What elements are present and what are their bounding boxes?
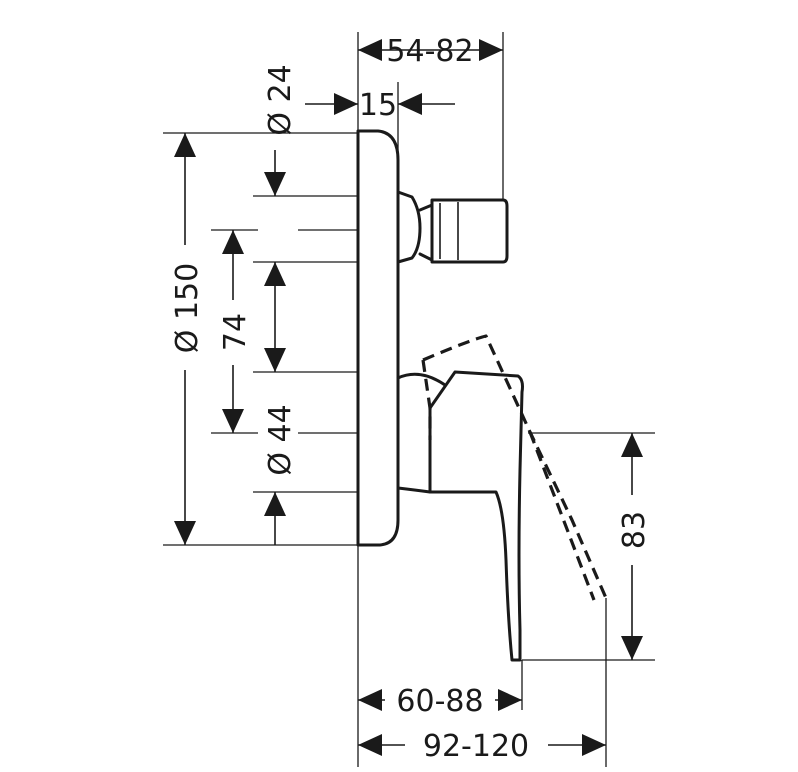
dim-top-width: 54-82 (358, 34, 503, 69)
dim-outlet-diameter-label: Ø 24 (263, 64, 298, 135)
wall-plate (356, 129, 400, 547)
dim-total-depth-label: 92-120 (423, 729, 529, 764)
extension-lines (163, 32, 655, 767)
dim-lever-depth: 60-88 (358, 684, 522, 719)
dim-lever-depth-label: 60-88 (396, 684, 483, 719)
dim-top-offset-label: 15 (359, 88, 397, 123)
dim-top-offset: 15 (305, 88, 455, 123)
outlet-spout (396, 190, 509, 264)
dim-body-diameter-label: Ø 44 (263, 404, 298, 475)
lever-alt-position-dashed (421, 334, 608, 601)
dim-handle-height: 83 (617, 433, 652, 660)
lever-handle (428, 370, 524, 662)
dim-handle-height-label: 83 (617, 511, 652, 549)
dim-plate-diameter-label: Ø 150 (170, 263, 205, 353)
dim-outlet-diameter: Ø 24 (263, 64, 298, 350)
dim-top-width-label: 54-82 (386, 34, 473, 69)
dim-body-diameter: Ø 44 (263, 348, 298, 545)
dim-center-distance: 74 (218, 230, 253, 433)
mixer-body (396, 372, 447, 494)
dim-total-depth: 92-120 (358, 729, 606, 764)
dim-plate-diameter: Ø 150 (170, 133, 205, 545)
dim-center-distance-label: 74 (218, 313, 253, 351)
